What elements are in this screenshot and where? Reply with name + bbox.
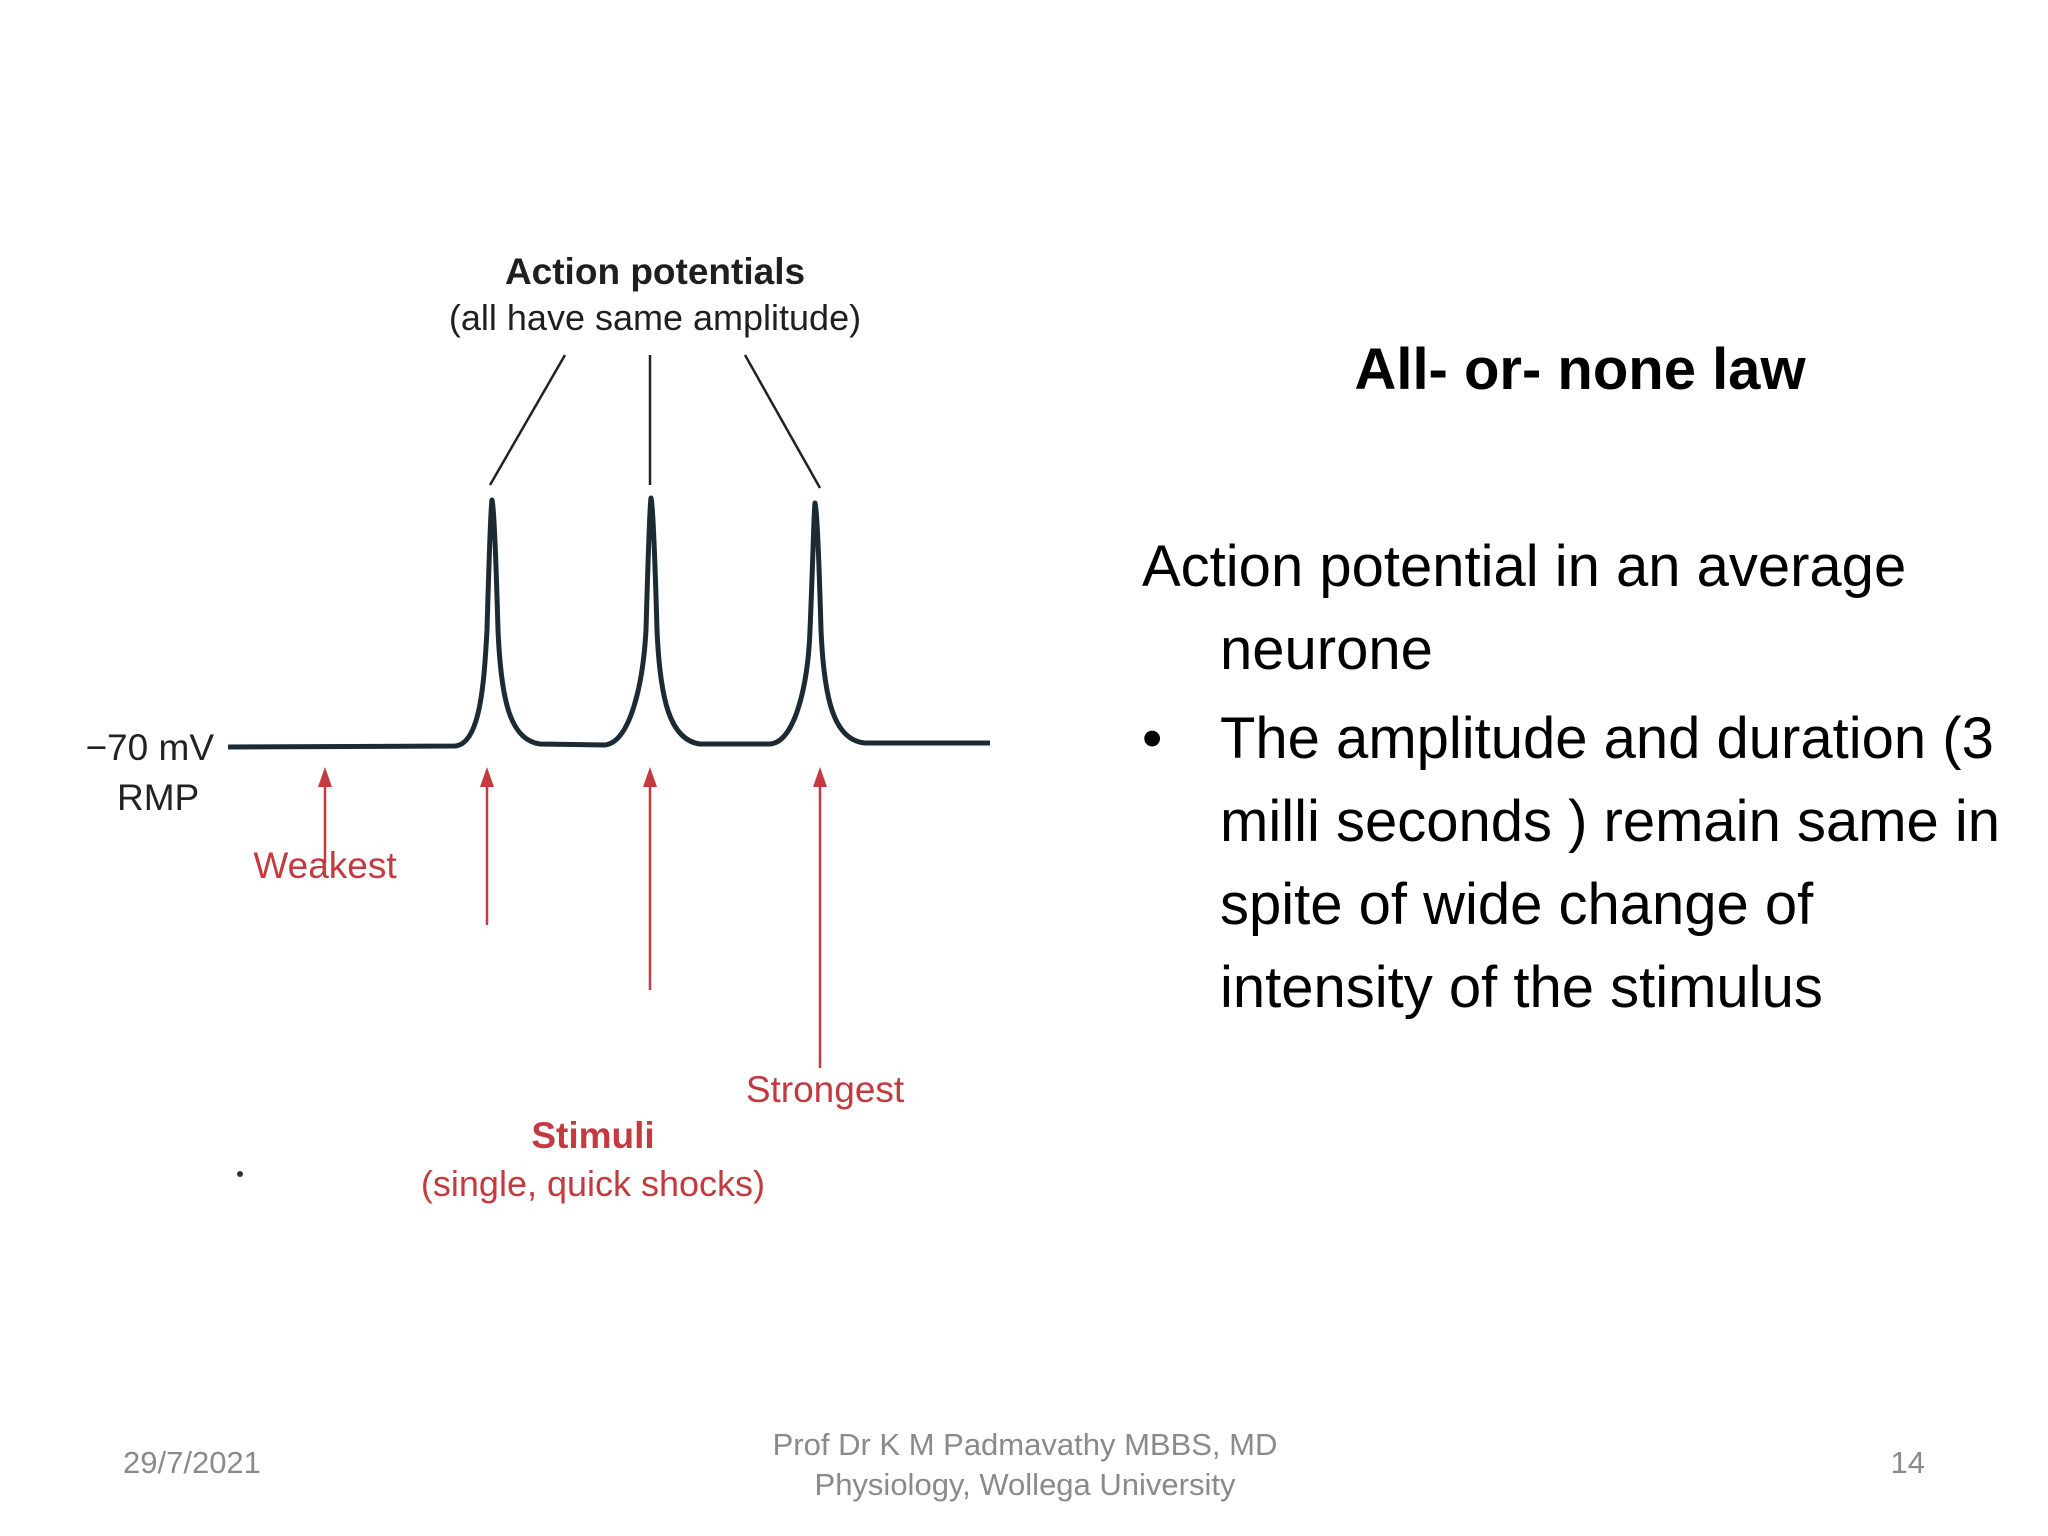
footer-date: 29/7/2021 [123,1445,261,1480]
strongest-label: Strongest [746,1069,905,1110]
baseline-voltage-label: −70 mV [85,727,214,768]
intro-text: Action potential in an average neurone [1142,534,1907,682]
footer-author-line2: Physiology, Wollega University [814,1467,1236,1502]
footer-author: Prof Dr K M Padmavathy MBBS, MD Physiolo… [720,1425,1330,1505]
bullet-item: • The amplitude and duration (3 milli se… [1142,697,2002,1029]
page-number: 14 [1890,1445,1925,1480]
stimulus-arrow-strongest [813,767,827,1068]
footer-author-line1: Prof Dr K M Padmavathy MBBS, MD [772,1427,1278,1462]
slide-heading: All- or- none law [1354,337,1806,402]
leader-line-right [743,354,822,489]
figure-title: Action potentials [505,251,805,292]
leader-line-left [488,354,567,486]
stimulus-arrow-2 [480,767,494,925]
stimulus-arrow-weakest [318,767,332,863]
stimuli-title: Stimuli [531,1115,654,1156]
stimuli-subtitle: (single, quick shocks) [421,1163,765,1204]
rmp-label: RMP [117,777,199,818]
weakest-label: Weakest [253,845,397,886]
scan-speck [237,1171,243,1177]
figure-subtitle: (all have same amplitude) [449,297,861,338]
slide-body: Action potential in an average neurone •… [1142,525,2002,1029]
bullet-text: The amplitude and duration (3 milli seco… [1220,706,2001,1020]
action-potential-diagram: Action potentials (all have same amplitu… [85,251,990,1204]
stimulus-arrow-3 [643,767,657,990]
membrane-potential-trace [227,495,990,750]
bullet-icon: • [1142,706,1163,771]
